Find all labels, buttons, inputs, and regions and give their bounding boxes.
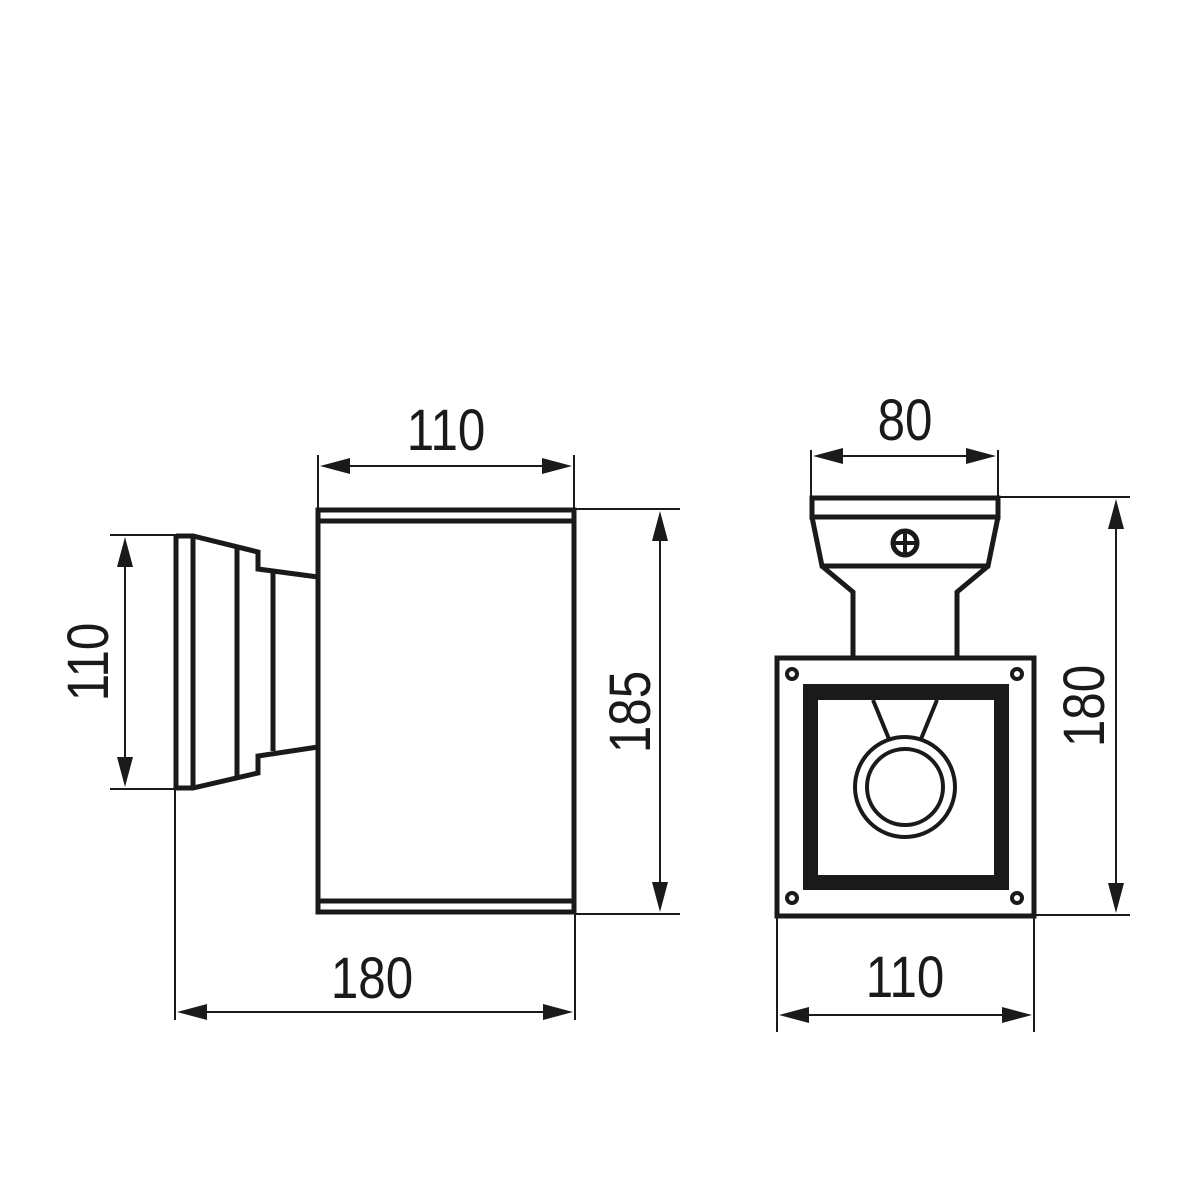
dim-front-body-width: 110 [776,916,1035,1032]
dim-side-total-depth: 180 [174,788,576,1020]
dim-label-side-body-height: 185 [598,671,663,753]
front-body [774,655,1037,919]
dim-label-side-mount-height: 110 [56,623,121,702]
side-body [315,507,577,915]
dim-label-front-body-width: 110 [866,945,945,1010]
side-wall-mount [173,533,319,791]
dim-side-body-height: 185 [574,508,680,915]
dim-side-body-width: 110 [317,398,575,510]
front-view: 80 180 110 [774,388,1130,1032]
screw-hole-icon [1010,667,1024,681]
dim-front-total-height: 180 [998,496,1130,916]
dim-front-cap-width: 80 [810,388,999,498]
round-lens-icon [853,699,957,839]
screw-hole-icon-group [785,667,1024,905]
dim-label-front-cap-width: 80 [878,388,933,453]
cross-head-screw-icon [890,528,920,558]
screw-hole-icon [785,891,799,905]
dim-side-mount-height: 110 [56,534,176,790]
side-view: 110 185 110 180 [56,398,680,1020]
dim-label-front-total-height: 180 [1052,665,1117,747]
dim-label-side-total-depth: 180 [331,946,413,1011]
dim-label-side-body-width: 110 [407,398,486,463]
front-cap [809,495,1001,657]
screw-hole-icon [1010,891,1024,905]
screw-hole-icon [785,667,799,681]
